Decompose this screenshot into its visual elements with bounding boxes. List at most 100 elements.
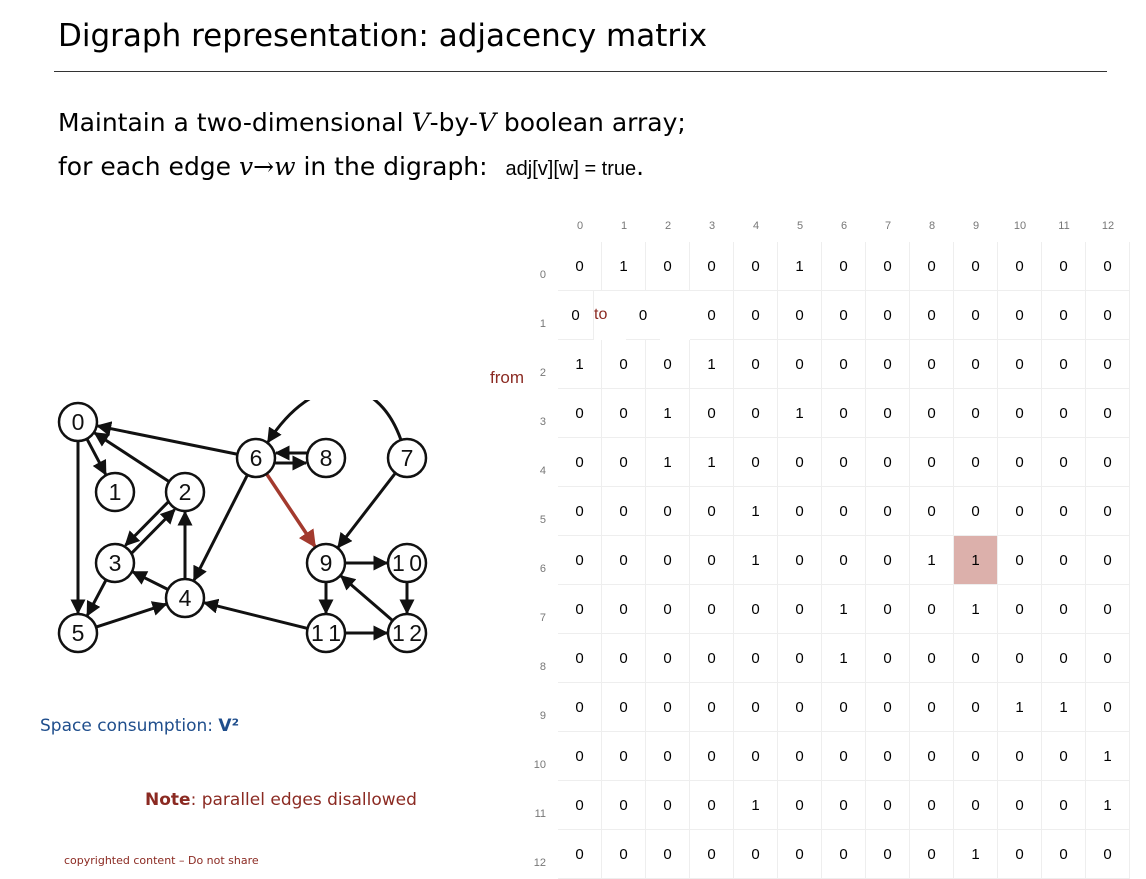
matrix-cell-2-4: 0 bbox=[734, 340, 778, 389]
intro-line-1-text-b: -by- bbox=[429, 108, 478, 137]
matrix-cell-5-0: 0 bbox=[558, 487, 602, 536]
column-header-12: 12 bbox=[1101, 220, 1115, 232]
matrix-cell-11-7: 0 bbox=[866, 781, 910, 830]
matrix-cell-0-10: 0 bbox=[998, 242, 1042, 291]
matrix-cell-11-3: 0 bbox=[690, 781, 734, 830]
matrix-cell-2-2: 0 bbox=[646, 340, 690, 389]
matrix-cell-4-8: 0 bbox=[910, 438, 954, 487]
vertex-7: 7 bbox=[386, 437, 428, 479]
column-header-10: 10 bbox=[1013, 220, 1027, 232]
matrix-cell-9-9: 0 bbox=[954, 683, 998, 732]
matrix-cell-9-1: 0 bbox=[602, 683, 646, 732]
matrix-cell-7-2: 0 bbox=[646, 585, 690, 634]
edge-3-to-2 bbox=[130, 508, 176, 555]
matrix-cell-1-4: 0 bbox=[734, 291, 778, 340]
matrix-cell-0-8: 0 bbox=[910, 242, 954, 291]
vertex-label: 2 bbox=[179, 479, 192, 505]
matrix-cell-7-4: 0 bbox=[734, 585, 778, 634]
matrix-cell-1-6: 0 bbox=[822, 291, 866, 340]
matrix-cell-8-1: 0 bbox=[602, 634, 646, 683]
edge-11-to-4 bbox=[202, 598, 308, 630]
matrix-cell-2-10: 0 bbox=[998, 340, 1042, 389]
edge-5-to-4 bbox=[95, 601, 168, 629]
row-header-3: 3 bbox=[539, 416, 546, 428]
matrix-cell-12-1: 0 bbox=[602, 830, 646, 879]
column-header-11: 11 bbox=[1058, 220, 1070, 232]
vertex-8: 8 bbox=[305, 437, 347, 479]
vertex-label: 6 bbox=[250, 445, 263, 471]
matrix-cell-6-9: 1 bbox=[954, 536, 998, 585]
matrix-cell-2-0: 1 bbox=[558, 340, 602, 389]
vertex-circle bbox=[235, 437, 277, 479]
matrix-cell-0-3: 0 bbox=[690, 242, 734, 291]
matrix-cell-5-2: 0 bbox=[646, 487, 690, 536]
matrix-cell-8-0: 0 bbox=[558, 634, 602, 683]
matrix-cell-12-7: 0 bbox=[866, 830, 910, 879]
matrix-cell-7-9: 1 bbox=[954, 585, 998, 634]
matrix-cell-10-0: 0 bbox=[558, 732, 602, 781]
matrix-cell-2-1: 0 bbox=[602, 340, 646, 389]
matrix-cell-9-8: 0 bbox=[910, 683, 954, 732]
matrix-cell-3-3: 0 bbox=[690, 389, 734, 438]
matrix-cell-11-6: 0 bbox=[822, 781, 866, 830]
matrix-cell-12-12: 0 bbox=[1086, 830, 1130, 879]
vertex-circle bbox=[94, 471, 136, 513]
matrix-cell-3-0: 0 bbox=[558, 389, 602, 438]
matrix-cell-12-4: 0 bbox=[734, 830, 778, 879]
matrix-cell-9-4: 0 bbox=[734, 683, 778, 732]
vertex-circle bbox=[386, 542, 428, 584]
matrix-cell-3-6: 0 bbox=[822, 389, 866, 438]
vertex-5: 5 bbox=[57, 612, 99, 654]
row-header-4: 4 bbox=[539, 465, 546, 477]
matrix-cell-8-7: 0 bbox=[866, 634, 910, 683]
matrix-cell-4-10: 0 bbox=[998, 438, 1042, 487]
matrix-cell-7-10: 0 bbox=[998, 585, 1042, 634]
edge-6-to-9 bbox=[265, 472, 317, 548]
matrix-cell-9-11: 1 bbox=[1042, 683, 1086, 732]
matrix-cell-8-12: 0 bbox=[1086, 634, 1130, 683]
matrix-cell-2-5: 0 bbox=[778, 340, 822, 389]
matrix-cell-9-0: 0 bbox=[558, 683, 602, 732]
matrix-cell-1-0: 0 bbox=[558, 291, 594, 340]
matrix-cell-10-12: 1 bbox=[1086, 732, 1130, 781]
matrix-cell-5-1: 0 bbox=[602, 487, 646, 536]
matrix-cell-6-8: 1 bbox=[910, 536, 954, 585]
vertex-12: 12 bbox=[386, 612, 428, 654]
matrix-cell-10-11: 0 bbox=[1042, 732, 1086, 781]
matrix-cell-12-2: 0 bbox=[646, 830, 690, 879]
row-header-10: 10 bbox=[533, 759, 546, 771]
matrix-cell-1-9: 0 bbox=[954, 291, 998, 340]
vertex-1: 1 bbox=[94, 471, 136, 513]
matrix-cell-0-4: 0 bbox=[734, 242, 778, 291]
intro-line-1-text-a: Maintain a two-dimensional bbox=[58, 108, 412, 137]
matrix-cell-9-12: 0 bbox=[1086, 683, 1130, 732]
matrix-cell-4-11: 0 bbox=[1042, 438, 1086, 487]
vertex-circle bbox=[305, 612, 347, 654]
matrix-cell-1-12: 0 bbox=[1086, 291, 1130, 340]
matrix-cell-7-1: 0 bbox=[602, 585, 646, 634]
matrix-cell-10-4: 0 bbox=[734, 732, 778, 781]
matrix-cell-2-6: 0 bbox=[822, 340, 866, 389]
matrix-cell-6-7: 0 bbox=[866, 536, 910, 585]
matrix-cell-0-11: 0 bbox=[1042, 242, 1086, 291]
matrix-cell-12-3: 0 bbox=[690, 830, 734, 879]
matrix-cell-4-3: 1 bbox=[690, 438, 734, 487]
matrix-cell-12-10: 0 bbox=[998, 830, 1042, 879]
matrix-cell-0-1: 1 bbox=[602, 242, 646, 291]
matrix-cell-6-3: 0 bbox=[690, 536, 734, 585]
matrix-cell-6-5: 0 bbox=[778, 536, 822, 585]
row-header-12: 12 bbox=[533, 857, 546, 869]
row-header-9: 9 bbox=[539, 710, 546, 722]
intro-line-2-edge: v→w bbox=[239, 152, 296, 181]
vertex-circle bbox=[386, 612, 428, 654]
vertex-circle bbox=[164, 471, 206, 513]
matrix-cell-8-5: 0 bbox=[778, 634, 822, 683]
matrix-cell-4-5: 0 bbox=[778, 438, 822, 487]
matrix-cell-5-10: 0 bbox=[998, 487, 1042, 536]
matrix-cell-3-1: 0 bbox=[602, 389, 646, 438]
copyright-notice: copyrighted content – Do not share bbox=[64, 854, 259, 867]
row-header-0: 0 bbox=[539, 269, 546, 281]
row-header-5: 5 bbox=[539, 514, 546, 526]
matrix-cell-10-1: 0 bbox=[602, 732, 646, 781]
